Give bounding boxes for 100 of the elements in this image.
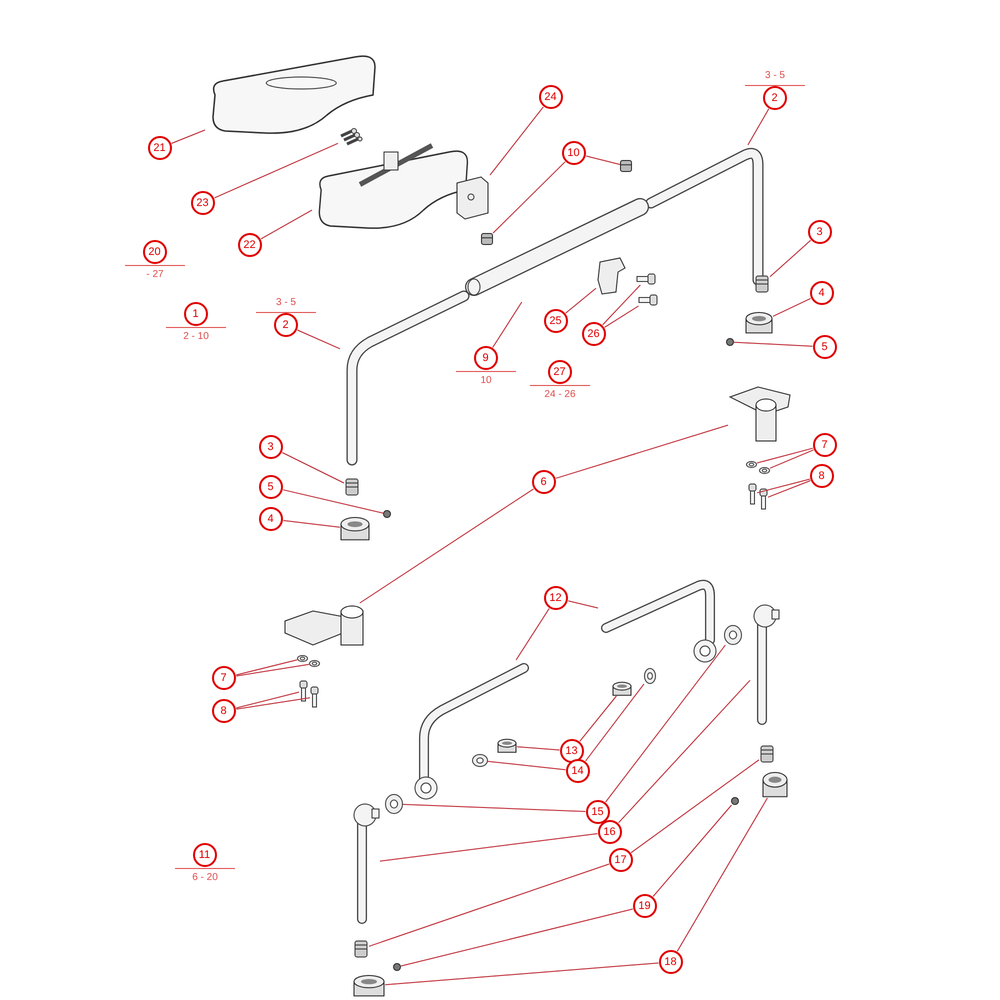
washer <box>746 461 757 468</box>
leader-line <box>568 600 598 608</box>
callout-number: 7 <box>212 666 236 690</box>
part-range-label: 24 - 26 <box>530 385 590 401</box>
callout-number: 18 <box>658 950 682 974</box>
callout-number: 14 <box>566 758 590 782</box>
callout-number: 13 <box>560 738 584 762</box>
cap-screw <box>638 294 658 306</box>
callout-number: 3 <box>258 434 282 458</box>
leader-line <box>282 520 340 528</box>
callout-number: 24 <box>538 84 562 108</box>
washer <box>309 660 320 667</box>
leader-line <box>214 142 338 198</box>
set-screw <box>731 797 739 805</box>
end-plug <box>620 160 632 172</box>
part-range-label: 6 - 20 <box>175 868 235 884</box>
collar-ring <box>762 772 788 798</box>
callout-number: 3 <box>808 220 832 244</box>
leader-line <box>772 298 812 317</box>
leader-line <box>402 804 586 812</box>
part-range-label: 2 - 10 <box>166 327 226 343</box>
callout-number: 23 <box>190 190 214 214</box>
washer <box>759 467 770 474</box>
cap-screw <box>748 483 757 505</box>
leader-line <box>652 804 732 897</box>
leader-line <box>380 833 598 862</box>
leader-line <box>579 696 617 742</box>
callout-number: 8 <box>810 464 834 488</box>
screw-set <box>338 128 362 148</box>
collar-ring <box>353 975 385 997</box>
leader-line <box>282 452 344 484</box>
leader-line <box>676 798 768 952</box>
leader-line <box>756 478 810 494</box>
threaded-plug <box>754 275 770 293</box>
leader-line <box>488 760 566 770</box>
set-screw <box>393 963 401 971</box>
leader-line <box>604 306 639 328</box>
cap-screw <box>299 680 308 702</box>
leader-line <box>756 448 814 464</box>
callout-number: 4 <box>810 280 834 304</box>
callout-number: 5 <box>812 334 836 358</box>
set-screw <box>726 338 734 346</box>
leader-line <box>260 210 312 240</box>
callout-number: 10 <box>562 140 586 164</box>
callout-number: 16 <box>598 820 622 844</box>
leader-line <box>492 302 522 348</box>
cap-screw <box>636 273 656 285</box>
part-range-label: 3 - 5 <box>256 297 316 313</box>
callout-number: 22 <box>238 232 262 256</box>
leader-line <box>555 424 728 479</box>
clip-bracket <box>596 258 626 294</box>
leader-line <box>565 288 596 314</box>
callout-number: 27 <box>548 360 572 384</box>
threaded-plug <box>759 745 775 763</box>
leader-line <box>492 161 566 234</box>
cap-screw <box>310 686 319 708</box>
callout-number: 11 <box>192 842 216 866</box>
leader-line <box>400 908 634 966</box>
bent-rod <box>412 660 530 800</box>
set-screw <box>383 510 391 518</box>
callout-number: 4 <box>258 506 282 530</box>
collar-ring <box>745 312 773 334</box>
leader-line <box>296 330 340 350</box>
leader-line <box>770 240 812 278</box>
leader-line <box>236 697 310 710</box>
threaded-plug <box>353 940 369 958</box>
leader-line <box>768 480 811 498</box>
part-range-label: 3 - 5 <box>745 70 805 86</box>
leader-line <box>384 962 659 986</box>
leader-line <box>605 644 726 803</box>
washer <box>644 668 656 684</box>
part-range-label: 10 <box>456 371 516 387</box>
leader-line <box>602 284 641 326</box>
cap-screw <box>759 488 768 510</box>
callout-number: 17 <box>608 848 632 872</box>
leader-line <box>282 489 384 514</box>
leader-line <box>734 342 813 347</box>
leader-line <box>630 759 760 854</box>
callout-number: 7 <box>812 432 836 456</box>
callout-number: 25 <box>544 308 568 332</box>
washer <box>297 655 308 662</box>
leader-line <box>171 130 206 144</box>
leader-line <box>747 108 770 146</box>
leader-line <box>236 664 310 676</box>
bushing <box>612 682 632 696</box>
callout-number: 26 <box>582 322 606 346</box>
callout-number: 20 <box>142 240 166 264</box>
washer <box>724 625 742 645</box>
leader-line <box>368 864 610 947</box>
callout-number: 12 <box>544 586 568 610</box>
leader-line <box>770 449 814 469</box>
callout-number: 6 <box>532 470 556 494</box>
threaded-plug <box>344 478 360 496</box>
part-range-label: - 27 <box>125 265 185 281</box>
collar-ring <box>340 517 370 541</box>
callout-number: 1 <box>184 302 208 326</box>
leader-line <box>236 659 298 676</box>
callout-number: 8 <box>212 698 236 722</box>
leader-line <box>585 683 644 762</box>
callout-number: 21 <box>148 136 172 160</box>
